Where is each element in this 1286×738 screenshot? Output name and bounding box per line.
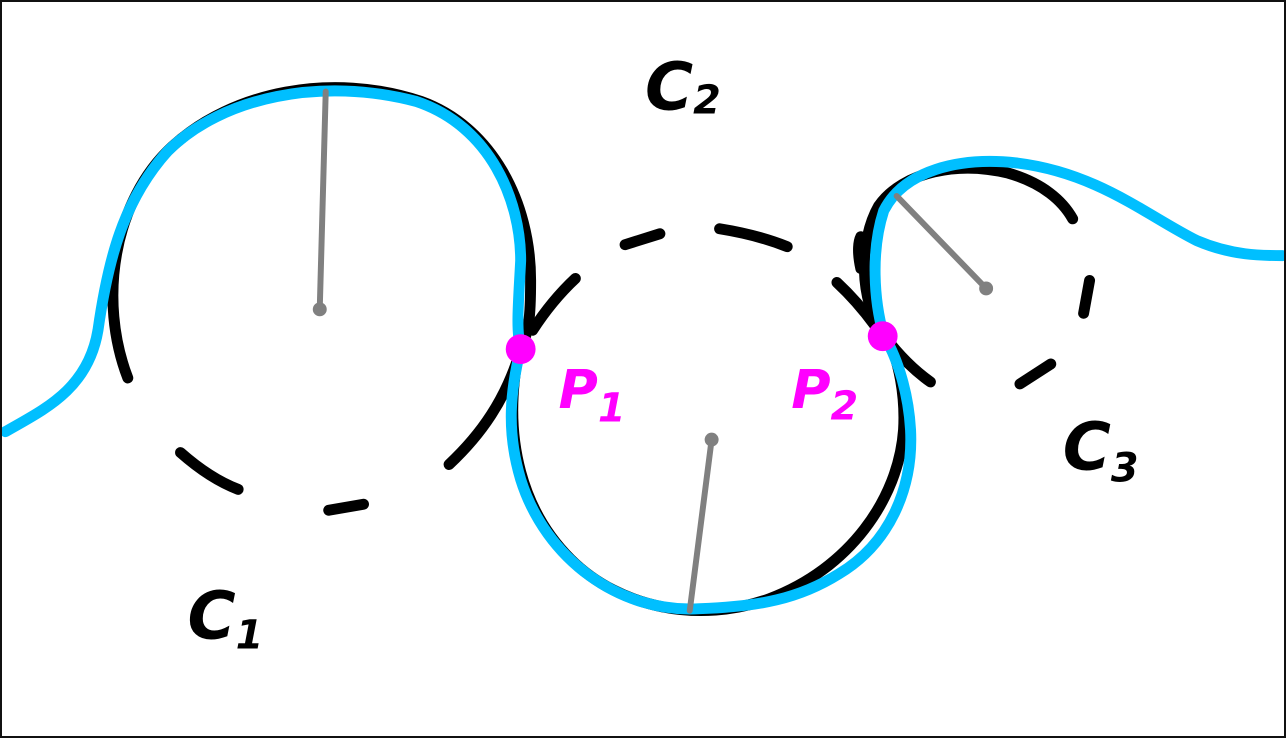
label-c1: C1: [187, 579, 263, 659]
label-c3: C3: [1063, 409, 1139, 491]
circle-c2-dash-2: [714, 223, 793, 253]
circle-c1-dash-1: [175, 447, 244, 495]
tangent-point-p1: [505, 334, 536, 365]
circle-c3-dash-1: [1078, 275, 1096, 319]
center-c2: [704, 432, 719, 447]
label-c2: C2: [645, 49, 721, 125]
circle-c2-arc-left-upper: [527, 273, 581, 336]
center-c3: [979, 281, 994, 296]
tangent-point-p2: [867, 321, 898, 352]
radius-c1: [316, 88, 329, 312]
circle-c1-dash-2: [323, 498, 369, 516]
circle-c2-dash-1: [619, 228, 666, 251]
circle-c3-arc-left-bottom: [853, 231, 867, 275]
center-c1: [312, 302, 327, 317]
radius-c2: [686, 436, 715, 614]
label-p2: P2: [791, 358, 858, 430]
tangent-path: [2, 85, 1284, 615]
circle-c3-dash-2: [1014, 358, 1057, 390]
radii: [312, 88, 994, 614]
label-p1: P1: [558, 358, 625, 432]
radius-c3: [893, 192, 990, 292]
